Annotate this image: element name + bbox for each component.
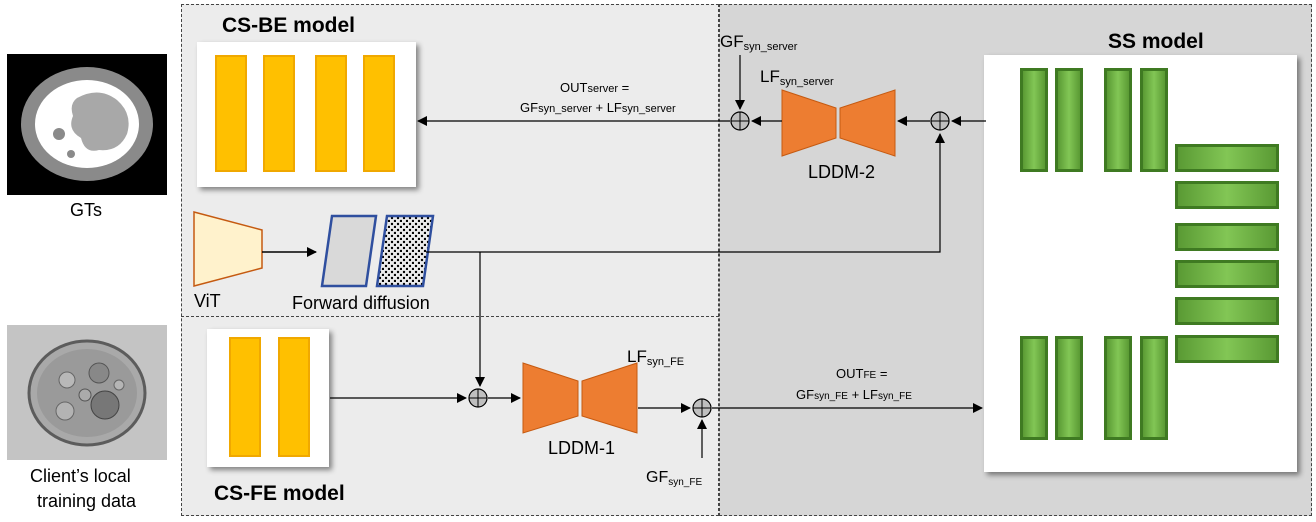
gf-server-label: GFsyn_server: [720, 32, 798, 53]
lddm2-label: LDDM-2: [808, 162, 875, 182]
cs-fe-layer: [229, 337, 261, 457]
ss-decoder-layer: [1140, 336, 1168, 440]
ss-title: SS model: [1108, 30, 1204, 53]
ss-decoder-layer: [1104, 336, 1132, 440]
lddm2-shape: [839, 89, 896, 157]
gt-image: [7, 54, 167, 195]
ss-bottleneck-layer: [1175, 297, 1279, 325]
out-server-line1: OUTserver =: [560, 80, 629, 95]
cs-be-layer: [363, 55, 395, 172]
cs-be-layer: [215, 55, 247, 172]
gf-fe-label: GFsyn_FE: [646, 469, 702, 488]
cs-be-title: CS-BE model: [222, 14, 356, 37]
ss-encoder-layer: [1055, 68, 1083, 172]
cs-be-model-box: [197, 42, 416, 187]
cs-be-layer: [263, 55, 295, 172]
server-combine-circle-2: [930, 111, 950, 131]
cs-fe-layer: [278, 337, 310, 457]
client-label-line2: training data: [37, 491, 137, 511]
out-fe-line2: GFsyn_FE + LFsyn_FE: [796, 387, 912, 402]
client-label-line1: Client’s local: [30, 466, 131, 486]
ss-bottleneck-layer: [1175, 181, 1279, 209]
ss-model-box: [984, 55, 1297, 472]
ss-encoder-layer: [1020, 68, 1048, 172]
server-combine-circle-1: [730, 111, 750, 131]
ss-encoder-layer: [1104, 68, 1132, 172]
ss-bottleneck-layer: [1175, 144, 1279, 172]
client-image: [7, 325, 167, 460]
out-server-line2: GFsyn_server + LFsyn_server: [520, 100, 676, 115]
vit-label: ViT: [194, 291, 221, 311]
cell-image-icon: [27, 339, 147, 447]
cs-fe-model-box: [207, 329, 329, 467]
lf-server-label: LFsyn_server: [760, 67, 834, 88]
gt-label: GTs: [70, 200, 103, 220]
ss-bottleneck-layer: [1175, 335, 1279, 363]
fe-combine-circle: [468, 388, 488, 408]
ss-bottleneck-layer: [1175, 260, 1279, 288]
diffusion-clean-shape: [320, 214, 378, 288]
cs-be-layer: [315, 55, 347, 172]
gt-mask-icon: [21, 67, 153, 181]
fe-output-combine-circle: [692, 398, 712, 418]
diffusion-noisy-shape: [375, 214, 435, 288]
cs-fe-title: CS-FE model: [214, 482, 345, 505]
vit-encoder-shape: [193, 211, 263, 287]
noise-to-server-line: [426, 133, 945, 253]
out-fe-line1: OUTFE =: [836, 366, 887, 381]
lddm1-label: LDDM-1: [548, 438, 615, 458]
ss-bottleneck-layer: [1175, 223, 1279, 251]
lf-fe-label: LFsyn_FE: [627, 347, 684, 368]
forward-diffusion-label: Forward diffusion: [292, 293, 430, 313]
ss-decoder-layer: [1020, 336, 1048, 440]
ss-decoder-layer: [1055, 336, 1083, 440]
region-divider: [181, 316, 719, 317]
ss-encoder-layer: [1140, 68, 1168, 172]
lddm1-shape: [522, 362, 579, 434]
